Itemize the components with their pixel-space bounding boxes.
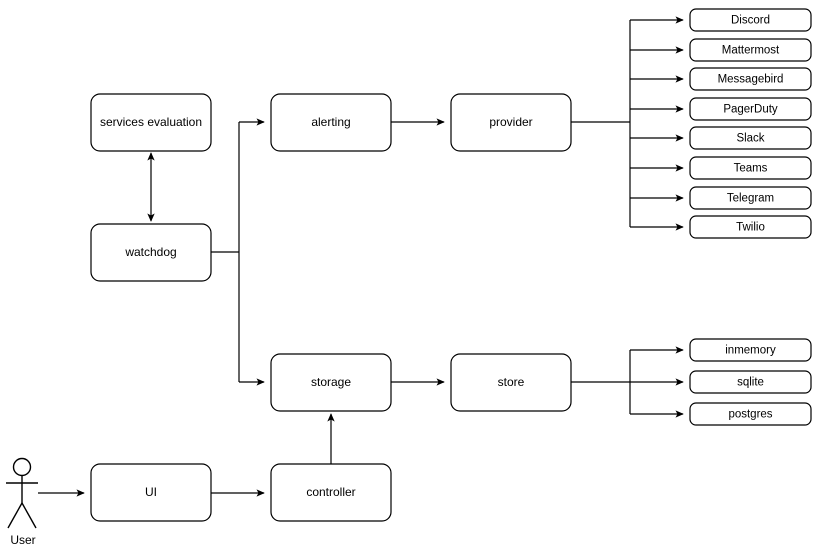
provider-option-4-box[interactable]: [689, 126, 812, 150]
provider-option-5-label: Teams: [734, 163, 768, 175]
provider-option-6-label: Telegram: [727, 193, 774, 205]
provider-option-1-label: Mattermost: [722, 45, 780, 57]
node-ui[interactable]: UI: [90, 463, 212, 522]
node-alerting[interactable]: alerting: [270, 93, 392, 152]
node-store[interactable]: store: [450, 353, 572, 412]
store-option-1[interactable]: sqlite: [689, 370, 812, 394]
store-option-0[interactable]: inmemory: [689, 338, 812, 362]
provider-option-3-box[interactable]: [689, 97, 812, 121]
node-ui-label: UI: [145, 485, 157, 499]
node-provider[interactable]: provider: [450, 93, 572, 152]
provider-option-6[interactable]: Telegram: [689, 186, 812, 210]
node-watchdog[interactable]: watchdog: [90, 223, 212, 282]
node-controller-box[interactable]: [270, 463, 392, 522]
provider-option-7-box[interactable]: [689, 215, 812, 239]
actor-leg-left-icon: [7, 502, 23, 529]
node-store-box[interactable]: [450, 353, 572, 412]
node-store-label: store: [498, 375, 525, 389]
store-option-1-label: sqlite: [737, 377, 764, 389]
node-controller-label: controller: [306, 485, 355, 499]
provider-option-2-box[interactable]: [689, 67, 812, 91]
store-option-2-label: postgres: [728, 409, 772, 421]
provider-option-4-label: Slack: [736, 133, 764, 145]
node-watchdog-box[interactable]: [90, 223, 212, 282]
node-storage[interactable]: storage: [270, 353, 392, 412]
provider-option-0-label: Discord: [731, 15, 770, 27]
node-services-evaluation[interactable]: services evaluation: [90, 93, 212, 152]
store-option-0-label: inmemory: [725, 345, 776, 357]
node-controller[interactable]: controller: [270, 463, 392, 522]
provider-option-5-box[interactable]: [689, 156, 812, 180]
provider-option-0-box[interactable]: [689, 8, 812, 32]
node-provider-box[interactable]: [450, 93, 572, 152]
node-services-evaluation-box[interactable]: [90, 93, 212, 152]
provider-option-7[interactable]: Twilio: [689, 215, 812, 239]
provider-option-2[interactable]: Messagebird: [689, 67, 812, 91]
node-storage-label: storage: [311, 375, 351, 389]
node-watchdog-label: watchdog: [124, 245, 176, 259]
provider-option-4[interactable]: Slack: [689, 126, 812, 150]
provider-option-5[interactable]: Teams: [689, 156, 812, 180]
store-option-1-box[interactable]: [689, 370, 812, 394]
provider-option-3-label: PagerDuty: [723, 104, 778, 116]
user-actor[interactable]: User: [6, 457, 38, 548]
actor-head-icon: [12, 457, 32, 477]
store-option-2[interactable]: postgres: [689, 402, 812, 426]
provider-option-3[interactable]: PagerDuty: [689, 97, 812, 121]
node-alerting-box[interactable]: [270, 93, 392, 152]
provider-option-1[interactable]: Mattermost: [689, 38, 812, 62]
node-ui-box[interactable]: [90, 463, 212, 522]
provider-option-0[interactable]: Discord: [689, 8, 812, 32]
node-provider-label: provider: [489, 115, 532, 129]
provider-option-2-label: Messagebird: [718, 74, 784, 86]
provider-option-6-box[interactable]: [689, 186, 812, 210]
store-option-2-box[interactable]: [689, 402, 812, 426]
provider-option-1-box[interactable]: [689, 38, 812, 62]
node-storage-box[interactable]: [270, 353, 392, 412]
node-alerting-label: alerting: [311, 115, 350, 129]
store-option-0-box[interactable]: [689, 338, 812, 362]
node-services-evaluation-label: services evaluation: [100, 115, 202, 129]
provider-option-7-label: Twilio: [736, 222, 765, 234]
user-actor-label: User: [10, 533, 35, 547]
actor-leg-right-icon: [21, 502, 37, 529]
